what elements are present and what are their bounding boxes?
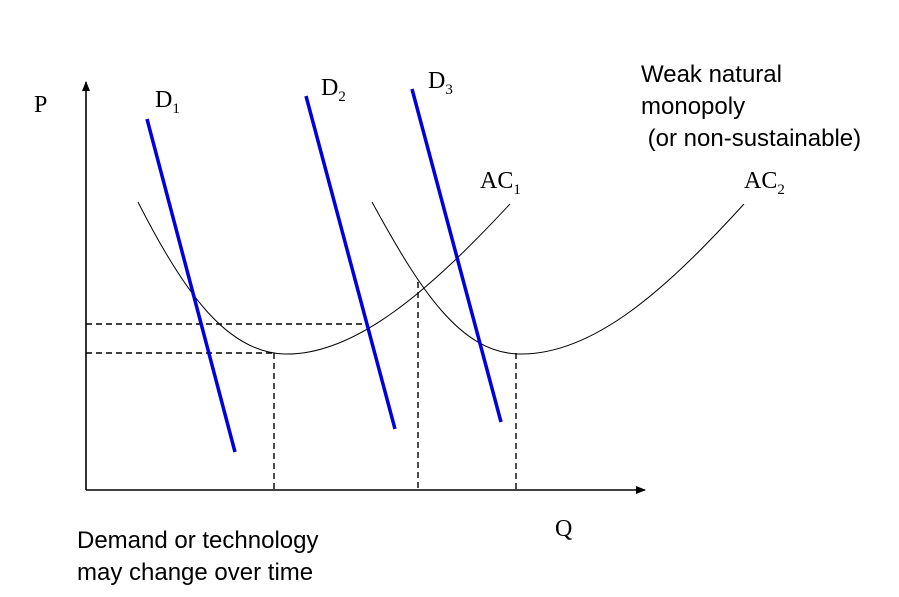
title-line-3: (or non-sustainable) — [641, 125, 861, 152]
demand-label-d2-letter: D — [321, 75, 338, 101]
demand-label-d2-sub: 2 — [338, 89, 346, 105]
ac2-label-sub: 2 — [777, 182, 785, 198]
title-line-1: Weak natural — [641, 61, 782, 88]
demand-label-d1: D1 — [155, 87, 180, 117]
ac1-label: AC1 — [480, 168, 521, 198]
demand-label-d3-letter: D — [428, 68, 445, 94]
title-line-2: monopoly — [641, 93, 745, 120]
demand-label-d1-letter: D — [155, 87, 172, 113]
demand-label-d3: D3 — [428, 68, 453, 98]
demand-curve-d1 — [145, 118, 237, 453]
x-axis-label: Q — [555, 516, 572, 542]
ac1-label-letters: AC — [480, 168, 513, 194]
ac1-curve — [137, 201, 511, 355]
note-line-2: may change over time — [77, 559, 313, 586]
note-line-1: Demand or technology — [77, 527, 318, 554]
demand-label-d2: D2 — [321, 75, 346, 105]
demand-label-d1-sub: 1 — [172, 101, 180, 117]
demand-curve-d2 — [304, 95, 397, 430]
ac2-curve — [371, 201, 745, 355]
ac2-label: AC2 — [744, 168, 785, 198]
demand-label-d3-sub: 3 — [445, 82, 453, 98]
ac1-label-sub: 1 — [513, 182, 521, 198]
y-axis-label: P — [34, 92, 47, 118]
ac2-label-letters: AC — [744, 168, 777, 194]
demand-curve-d3 — [410, 88, 503, 423]
